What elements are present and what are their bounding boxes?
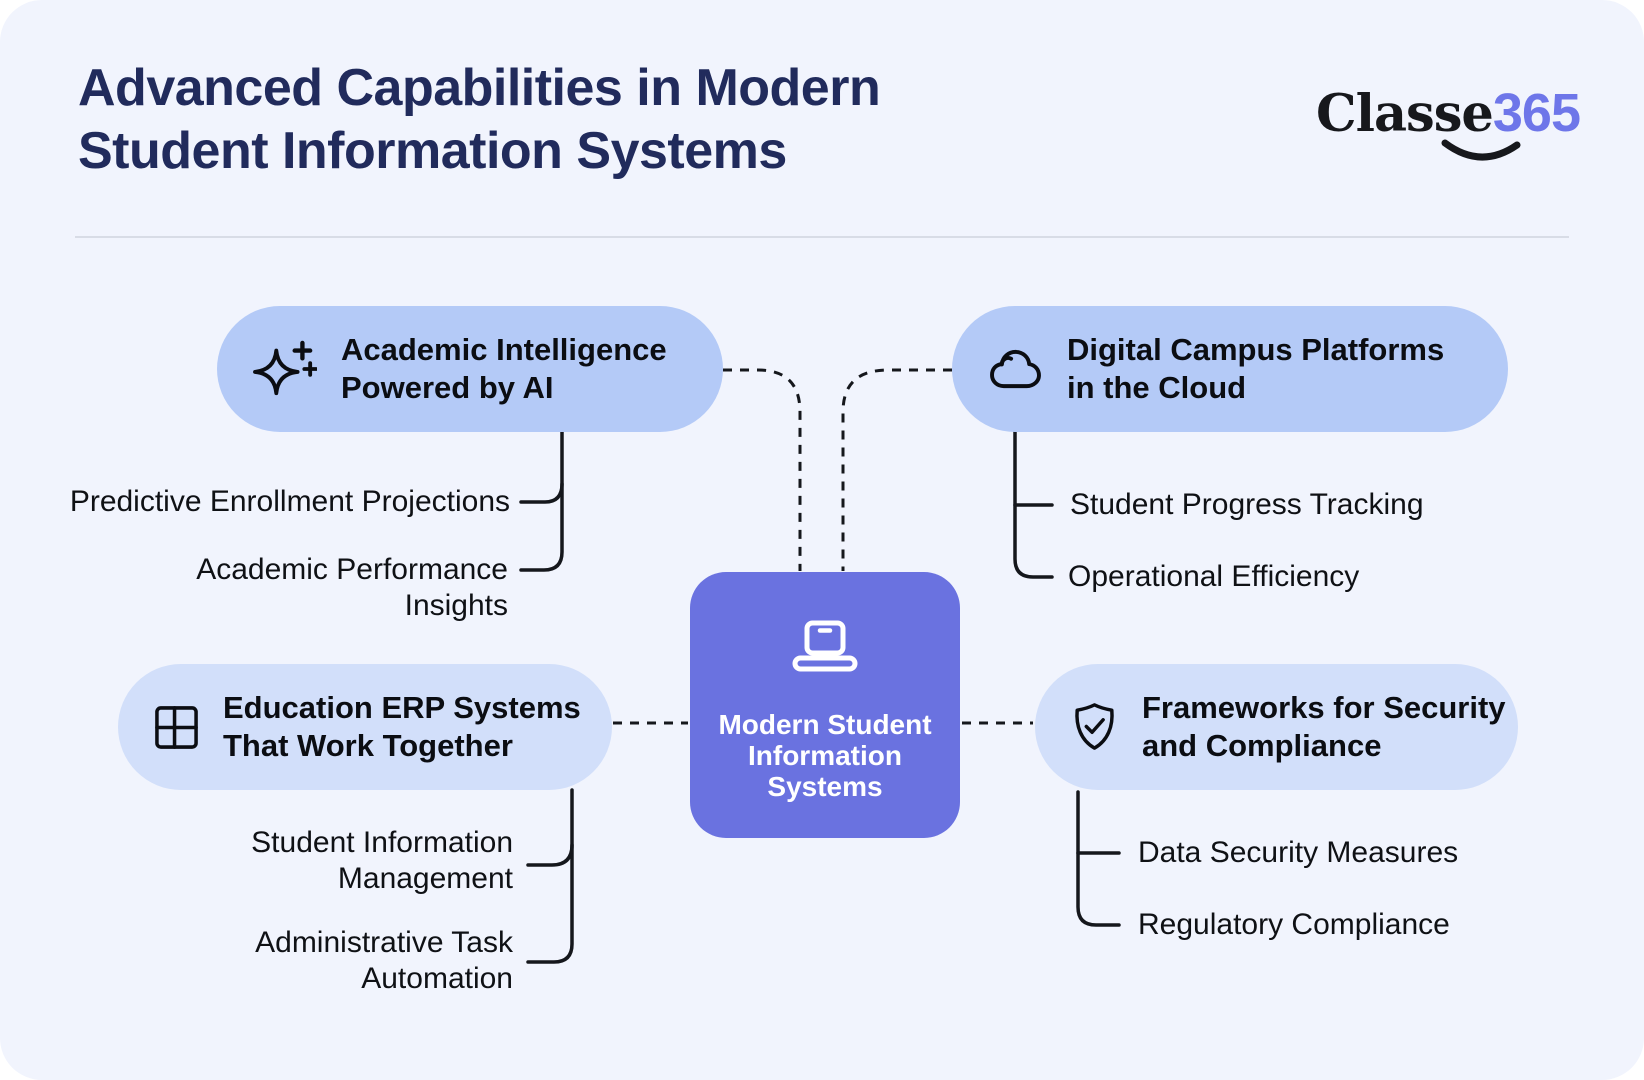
connector-br-trunk	[1076, 790, 1121, 927]
branch-security-compliance: Frameworks for Security and Compliance	[1035, 664, 1518, 790]
branch-academic-intelligence: Academic Intelligence Powered by AI	[217, 306, 723, 432]
sub-item-data-security: Data Security Measures	[1138, 836, 1459, 869]
connector-dotted-top-left	[723, 368, 802, 571]
branch-title-line: That Work Together	[223, 728, 513, 763]
branch-title-line: and Compliance	[1142, 728, 1382, 763]
grid-icon	[154, 705, 199, 750]
center-node: Modern Student Information Systems	[690, 572, 960, 838]
branch-title: Digital Campus Platforms in the Cloud	[1067, 331, 1444, 407]
branch-digital-campus: Digital Campus Platforms in the Cloud	[952, 306, 1508, 432]
connector-bl-trunk	[526, 788, 574, 964]
branch-title-line: Academic Intelligence	[341, 332, 667, 367]
logo-smile-icon	[1441, 139, 1521, 161]
sub-item-regulatory-compliance: Regulatory Compliance	[1138, 908, 1450, 941]
logo-word: Classe	[1316, 84, 1494, 144]
connector-tr-trunk	[1013, 428, 1054, 579]
sub-item-student-progress: Student Progress Tracking	[1070, 488, 1424, 521]
center-label-line: Modern Student	[718, 709, 932, 740]
branch-title-line: Digital Campus Platforms	[1067, 332, 1445, 367]
sub-item-admin-task-automation: Administrative Task Automation	[255, 926, 513, 995]
logo-number: 365	[1492, 83, 1581, 143]
header-divider	[75, 236, 1569, 238]
branch-title: Education ERP Systems That Work Together	[223, 689, 581, 765]
cloud-icon	[988, 347, 1043, 392]
branch-title: Academic Intelligence Powered by AI	[341, 331, 667, 407]
sub-item-predictive-enrollment: Predictive Enrollment Projections	[69, 485, 510, 518]
connector-bl-branch	[526, 843, 574, 867]
branch-title-line: Powered by AI	[341, 370, 554, 405]
branch-title-line: in the Cloud	[1067, 370, 1247, 405]
sparkles-icon	[253, 339, 317, 399]
classe365-logo: Classe365	[1316, 82, 1581, 162]
branch-title: Frameworks for Security and Compliance	[1142, 689, 1506, 765]
center-label-line: Information	[748, 740, 902, 771]
laptop-icon	[791, 620, 859, 679]
branch-title-line: Education ERP Systems	[223, 690, 581, 725]
shield-check-icon	[1071, 702, 1118, 752]
connector-tl-branch	[519, 482, 564, 504]
center-label-line: Systems	[767, 771, 883, 802]
connector-dotted-top-right	[841, 368, 952, 571]
sub-item-operational-efficiency: Operational Efficiency	[1068, 560, 1360, 593]
branch-title-line: Frameworks for Security	[1142, 690, 1506, 725]
page-title: Advanced Capabilities in Modern Student …	[78, 59, 881, 180]
center-label: Modern Student Information Systems	[718, 709, 931, 802]
sub-item-academic-performance: Academic Performance Insights	[196, 553, 508, 622]
branch-education-erp: Education ERP Systems That Work Together	[118, 664, 612, 790]
connector-tl-trunk	[519, 428, 564, 572]
sub-item-student-information: Student Information Management	[251, 826, 513, 895]
